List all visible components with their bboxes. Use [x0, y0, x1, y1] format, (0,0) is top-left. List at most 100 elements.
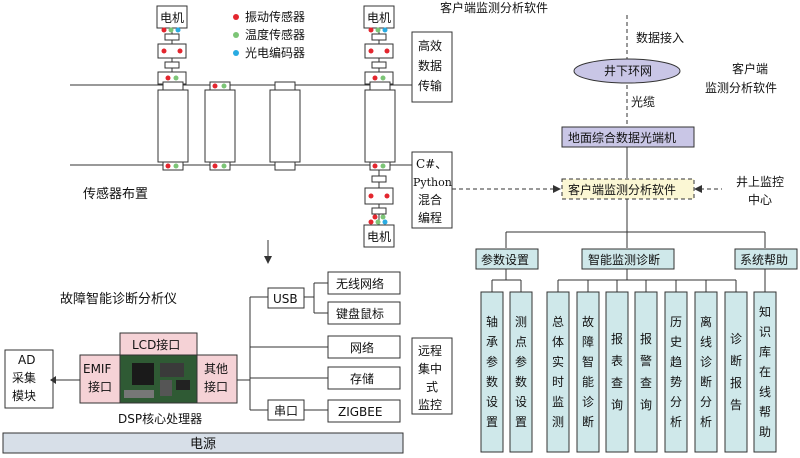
mine-ring-label: 井下环网 [604, 64, 652, 78]
dsp-caption: DSP核心处理器 [118, 412, 202, 426]
legend-dot-temperature [233, 32, 239, 38]
housing-1 [157, 89, 189, 163]
motor-right-bottom-label: 电机 [367, 230, 391, 244]
smart-box [581, 248, 675, 270]
leaf-box [546, 291, 570, 453]
leaf-box [509, 291, 533, 453]
leaf-label: 故障智能诊断 [582, 314, 594, 429]
other-line-1: 其他 [204, 362, 228, 376]
remote-line-1: 远程 [418, 343, 442, 358]
fiber-label: 光缆 [631, 95, 655, 109]
smart-label: 智能监测诊断 [588, 252, 660, 267]
leaf-label: 历史趋势分析 [670, 315, 682, 429]
power-bar [2, 432, 404, 454]
leaf-box [634, 291, 658, 453]
housing-4 [364, 89, 396, 163]
lcd-label: LCD接口 [132, 337, 180, 352]
usb-label: USB [273, 292, 298, 306]
top-title: 客户端监测分析软件 [440, 0, 548, 15]
serial-label: 串口 [274, 404, 298, 418]
leaf-box [480, 291, 504, 453]
housing-2 [204, 89, 236, 163]
legend-vibration: 振动传感器 [245, 9, 305, 24]
ad-line-2: 采集 [12, 370, 36, 385]
sensor-layout: 电机 电机 电机 [70, 5, 420, 248]
remote-line-3: 式 [426, 380, 438, 394]
efficient-box [411, 31, 453, 103]
storage-box [327, 366, 401, 390]
hybrid-box [411, 151, 453, 229]
leaf-label: 轴承参数设置 [486, 314, 498, 429]
help-box [734, 248, 798, 270]
storage-label: 存储 [350, 371, 374, 386]
leaf-box [724, 291, 748, 453]
zigbee-label: ZIGBEE [338, 405, 382, 419]
network-box [327, 335, 401, 359]
ground-switch [561, 126, 695, 148]
wireless-box [327, 271, 401, 295]
param-box [475, 248, 539, 270]
instrument-title: 故障智能诊断分析仪 [60, 292, 177, 307]
leaf-label: 知识库在线帮助 [759, 305, 771, 439]
zigbee-box [327, 399, 401, 423]
leaf-box [664, 291, 688, 453]
remote-line-4: 监控 [418, 398, 442, 412]
client-side-line-1: 客户端 [732, 61, 768, 76]
leaf-label: 总体实时监测 [552, 315, 564, 429]
client-software-box [561, 178, 695, 200]
leaf-label: 离线诊断分析 [700, 314, 712, 429]
ground-switch-label: 地面综合数据光端机 [568, 130, 676, 145]
leaf-box [753, 291, 777, 453]
usb-box [267, 287, 305, 309]
mine-ring [573, 58, 681, 84]
ad-box [4, 349, 54, 409]
hybrid-line-4: 编程 [418, 210, 442, 225]
help-label: 系统帮助 [740, 253, 788, 267]
motor-right-top-label: 电机 [367, 11, 391, 25]
hybrid-line-1: C#、 [416, 157, 447, 171]
network-label: 网络 [350, 340, 374, 355]
param-label: 参数设置 [481, 252, 529, 267]
sensor-dots [161, 27, 390, 225]
other-line-2: 接口 [204, 379, 228, 394]
emif-line-1: EMIF [83, 362, 111, 376]
hybrid-line-3: 混合 [418, 192, 442, 207]
leaf-box [605, 291, 629, 453]
sensor-caption: 传感器布置 [83, 186, 148, 202]
legend-dot-encoder [233, 50, 239, 56]
function-leaves: 轴承参数设置 测点参数设置 总体实时监测 故障智能诊断 报表查询 报警查询 历史趋势分析 离线… [480, 291, 777, 453]
emif-line-2: 接口 [88, 379, 112, 394]
leaf-label: 诊断报告 [730, 332, 742, 412]
sensor-legend: 振动传感器 温度传感器 光电编码器 [233, 9, 305, 60]
motor-right-bottom [363, 224, 395, 248]
efficient-line-2: 数据 [418, 58, 442, 73]
remote-line-2: 集中 [418, 361, 442, 376]
legend-temperature: 温度传感器 [245, 27, 305, 42]
leaf-label: 测点参数设置 [515, 315, 527, 429]
remote-box [411, 337, 453, 415]
efficient-line-1: 高效 [418, 38, 442, 53]
leaf-label: 报表查询 [611, 331, 623, 412]
ad-line-3: 模块 [12, 389, 36, 403]
wireless-label: 无线网络 [336, 276, 384, 291]
center-line-1: 井上监控 [736, 175, 784, 189]
client-side-line-2: 监测分析软件 [705, 81, 777, 95]
center-line-2: 中心 [748, 192, 772, 207]
legend-dot-vibration [233, 14, 239, 20]
data-access-label: 数据接入 [636, 30, 684, 45]
housing-3 [269, 89, 301, 163]
efficient-line-3: 传输 [418, 78, 442, 93]
keyboard-label: 键盘鼠标 [336, 306, 384, 321]
motor-left-label: 电机 [160, 11, 184, 25]
other-box [196, 354, 238, 404]
leaf-box [694, 291, 718, 453]
ad-line-1: AD [18, 353, 35, 367]
hybrid-line-2: Python [413, 176, 452, 189]
legend-encoder: 光电编码器 [245, 45, 305, 60]
leaf-label: 报警查询 [640, 331, 652, 412]
keyboard-box [327, 301, 401, 325]
client-software-label: 客户端监测分析软件 [568, 182, 676, 197]
power-label: 电源 [190, 437, 216, 452]
leaf-box [576, 291, 600, 453]
